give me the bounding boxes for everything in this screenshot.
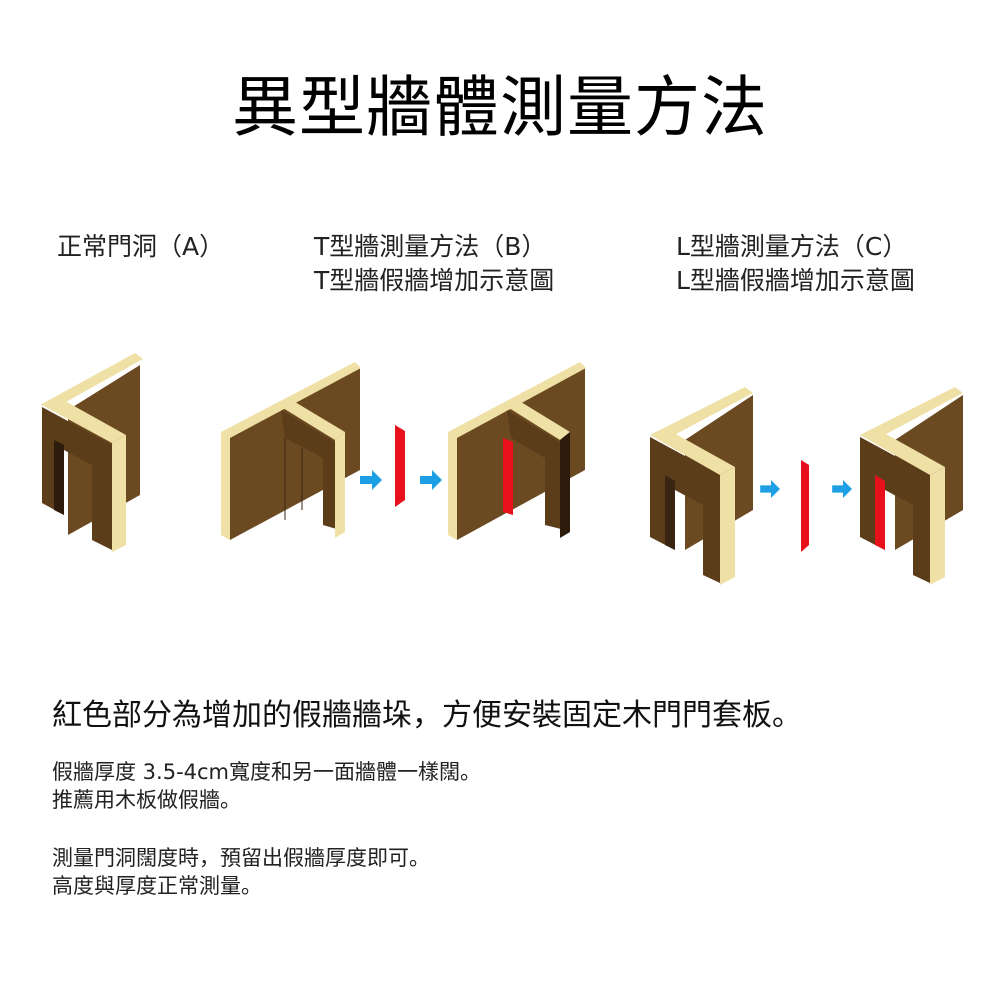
t-wall-after-diagram: [448, 362, 586, 540]
page-title: 異型牆體測量方法: [232, 69, 768, 146]
section-a-label: 正常門洞（A）: [57, 230, 224, 264]
section-c-line-2: L型牆假牆增加示意圖: [676, 266, 915, 295]
l-wall-before-diagram: [650, 387, 753, 585]
section-a-line-1: 正常門洞（A）: [57, 232, 225, 261]
arrow-right-icon: [760, 480, 780, 498]
note-line-2: 推薦用木板做假牆。: [52, 788, 241, 812]
t-wall-before-diagram: [221, 362, 361, 540]
section-b-line-2: T型牆假牆增加示意圖: [314, 266, 555, 295]
section-c-label: L型牆測量方法（C） L型牆假牆增加示意圖: [676, 230, 915, 298]
l-wall-after-diagram: [860, 387, 963, 585]
arrow-right-icon: [360, 470, 382, 490]
note-line-3: 測量門洞闊度時，預留出假牆厚度即可。: [52, 846, 430, 870]
arrow-right-icon: [832, 480, 852, 498]
main-note: 紅色部分為增加的假牆牆垛，方便安裝固定木門門套板。: [52, 698, 802, 733]
section-c-line-1: L型牆測量方法（C）: [676, 232, 908, 261]
note-line-1: 假牆厚度 3.5-4cm寬度和另一面牆體一樣闊。: [52, 760, 482, 784]
section-b-label: T型牆測量方法（B） T型牆假牆增加示意圖: [314, 230, 554, 298]
fake-wall-piece-c: [801, 460, 809, 552]
section-b-line-1: T型牆測量方法（B）: [314, 232, 547, 261]
normal-door-opening-diagram: [40, 353, 143, 552]
arrow-right-icon: [420, 470, 442, 490]
note-line-4: 高度與厚度正常測量。: [52, 874, 262, 898]
fake-wall-piece-b: [395, 425, 405, 507]
